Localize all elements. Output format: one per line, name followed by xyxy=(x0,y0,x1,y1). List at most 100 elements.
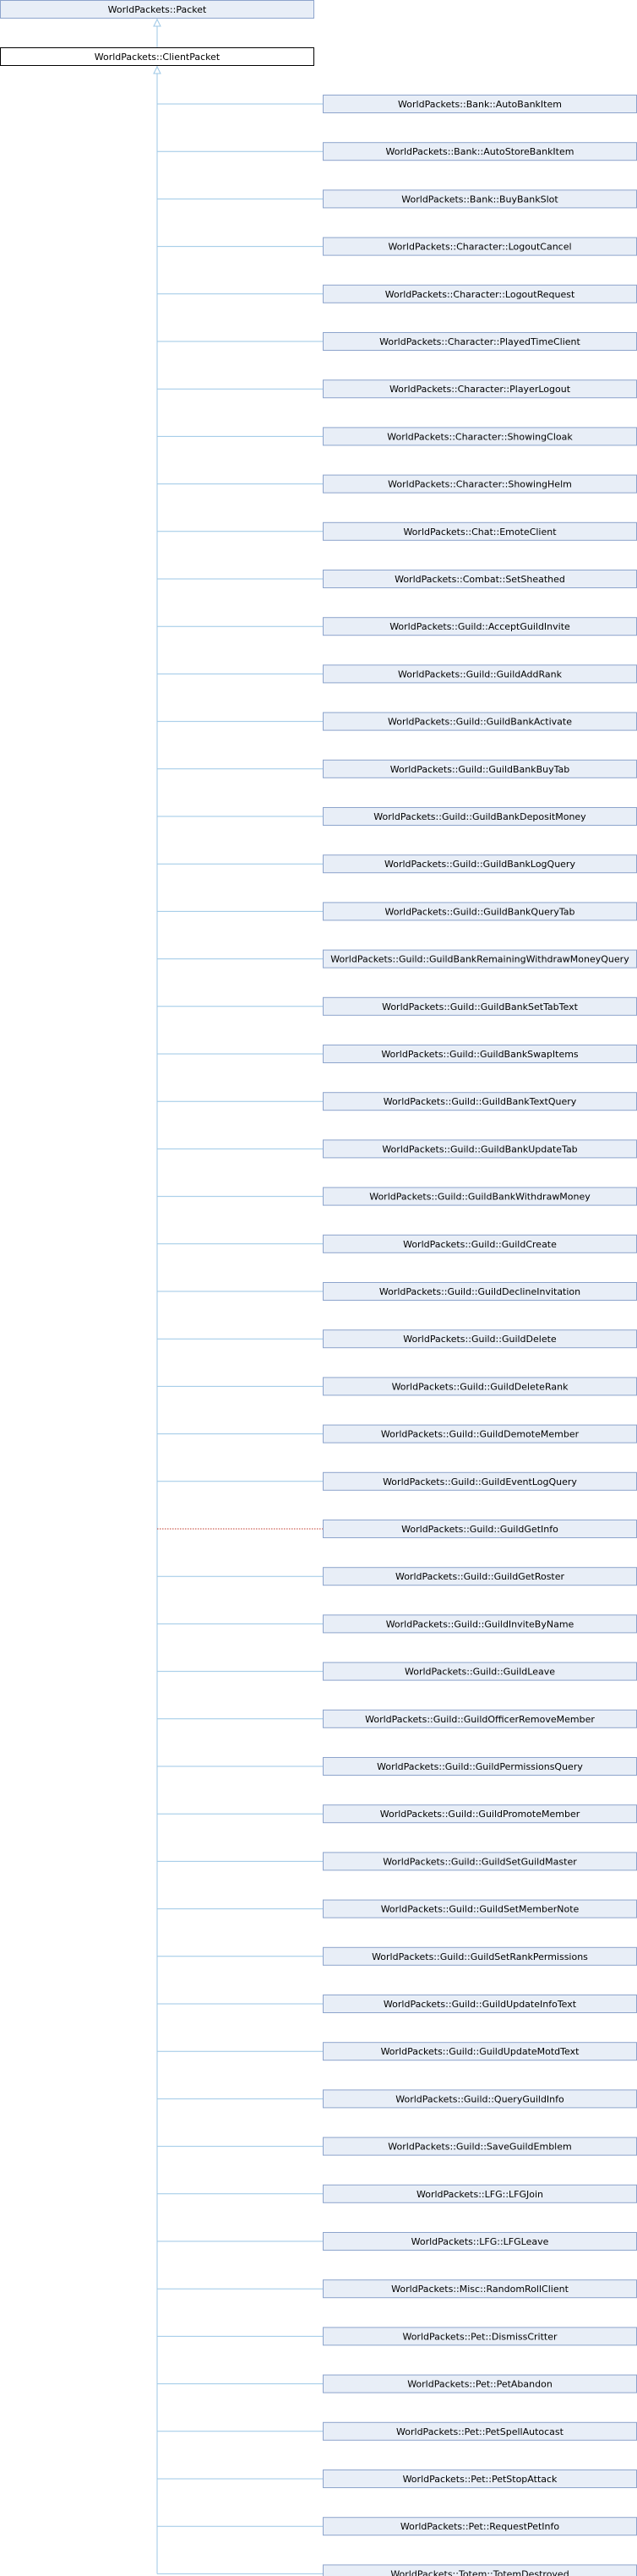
derived-class-guild-guilddemotemember[interactable]: WorldPackets::Guild::GuildDemoteMember xyxy=(157,1424,637,1444)
derived-class-guild-guildbankwithdrawmoney[interactable]: WorldPackets::Guild::GuildBankWithdrawMo… xyxy=(157,1187,637,1206)
derived-class-label: WorldPackets::Bank::AutoBankItem xyxy=(398,99,562,110)
derived-class-label: WorldPackets::Character::PlayedTimeClien… xyxy=(379,336,580,347)
derived-class-label: WorldPackets::Guild::AcceptGuildInvite xyxy=(389,621,570,632)
derived-class-guild-guildbankdepositmoney[interactable]: WorldPackets::Guild::GuildBankDepositMon… xyxy=(157,807,637,826)
derived-class-label: WorldPackets::Bank::AutoStoreBankItem xyxy=(386,146,574,157)
derived-class-guild-guildupdateinfotext[interactable]: WorldPackets::Guild::GuildUpdateInfoText xyxy=(157,1995,637,2013)
derived-class-guild-guildcreate[interactable]: WorldPackets::Guild::GuildCreate xyxy=(157,1234,637,1253)
derived-class-pet-petabandon[interactable]: WorldPackets::Pet::PetAbandon xyxy=(157,2374,637,2393)
derived-class-pet-requestpetinfo[interactable]: WorldPackets::Pet::RequestPetInfo xyxy=(157,2517,637,2536)
derived-class-lfg-lfgjoin[interactable]: WorldPackets::LFG::LFGJoin xyxy=(157,2184,637,2203)
derived-class-guild-guildgetinfo[interactable]: WorldPackets::Guild::GuildGetInfo xyxy=(157,1520,637,1538)
derived-class-label: WorldPackets::Guild::GuildBankSwapItems xyxy=(381,1049,579,1060)
derived-class-guild-guildbanksettabtext[interactable]: WorldPackets::Guild::GuildBankSetTabText xyxy=(157,996,637,1016)
derived-class-character-showingcloak[interactable]: WorldPackets::Character::ShowingCloak xyxy=(157,427,637,446)
derived-class-label: WorldPackets::Pet::RequestPetInfo xyxy=(400,2521,559,2532)
derived-class-label: WorldPackets::Guild::GuildBankDepositMon… xyxy=(373,811,586,822)
derived-class-label: WorldPackets::Guild::GuildDeclineInvitat… xyxy=(379,1286,580,1297)
derived-class-label: WorldPackets::Guild::SaveGuildEmblem xyxy=(388,2142,571,2153)
derived-class-label: WorldPackets::Combat::SetSheathed xyxy=(395,574,565,585)
derived-class-guild-guildbankremainingwithdrawmoneyquery[interactable]: WorldPackets::Guild::GuildBankRemainingW… xyxy=(157,949,637,969)
base-class-label: WorldPackets::Packet xyxy=(108,4,207,15)
derived-class-label: WorldPackets::Guild::GuildBankUpdateTab xyxy=(382,1143,577,1154)
derived-class-guild-guildofficerremovemember[interactable]: WorldPackets::Guild::GuildOfficerRemoveM… xyxy=(157,1709,637,1728)
derived-class-lfg-lfgleave[interactable]: WorldPackets::LFG::LFGLeave xyxy=(157,2232,637,2251)
derived-class-label: WorldPackets::Guild::GuildGetRoster xyxy=(395,1571,565,1582)
derived-class-guild-guildleave[interactable]: WorldPackets::Guild::GuildLeave xyxy=(157,1662,637,1681)
derived-class-label: WorldPackets::Guild::GuildSetMemberNote xyxy=(381,1904,580,1915)
derived-class-label: WorldPackets::Chat::EmoteClient xyxy=(403,527,557,538)
derived-classes: WorldPackets::Bank::AutoBankItemWorldPac… xyxy=(157,95,637,2576)
derived-class-label: WorldPackets::Character::PlayerLogout xyxy=(389,384,571,395)
derived-class-label: WorldPackets::Guild::GuildPromoteMember xyxy=(380,1809,580,1820)
derived-class-guild-guildaddrank[interactable]: WorldPackets::Guild::GuildAddRank xyxy=(157,664,637,684)
derived-class-guild-guilddelete[interactable]: WorldPackets::Guild::GuildDelete xyxy=(157,1329,637,1349)
derived-class-guild-guildbankactivate[interactable]: WorldPackets::Guild::GuildBankActivate xyxy=(157,712,637,731)
derived-class-pet-dismisscritter[interactable]: WorldPackets::Pet::DismissCritter xyxy=(157,2327,637,2346)
derived-class-label: WorldPackets::Character::LogoutRequest xyxy=(385,289,575,300)
derived-class-label: WorldPackets::Guild::GuildInviteByName xyxy=(386,1618,574,1629)
derived-class-label: WorldPackets::Guild::GuildBankRemainingW… xyxy=(330,954,629,965)
derived-class-label: WorldPackets::Guild::GuildOfficerRemoveM… xyxy=(365,1714,595,1725)
derived-class-pet-petstopattack[interactable]: WorldPackets::Pet::PetStopAttack xyxy=(157,2470,637,2488)
derived-class-pet-petspellautocast[interactable]: WorldPackets::Pet::PetSpellAutocast xyxy=(157,2421,637,2441)
derived-class-label: WorldPackets::Pet::DismissCritter xyxy=(402,2331,558,2342)
derived-class-guild-guildbanktextquery[interactable]: WorldPackets::Guild::GuildBankTextQuery xyxy=(157,1092,637,1111)
derived-class-label: WorldPackets::Guild::GuildAddRank xyxy=(398,669,563,679)
derived-class-label: WorldPackets::Guild::GuildDemoteMember xyxy=(381,1429,580,1440)
derived-class-character-playedtimeclient[interactable]: WorldPackets::Character::PlayedTimeClien… xyxy=(157,332,637,351)
derived-class-label: WorldPackets::Bank::BuyBankSlot xyxy=(401,194,558,205)
derived-class-bank-autobankitem[interactable]: WorldPackets::Bank::AutoBankItem xyxy=(157,95,637,113)
derived-class-label: WorldPackets::Misc::RandomRollClient xyxy=(391,2284,569,2295)
derived-class-guild-guildpromotemember[interactable]: WorldPackets::Guild::GuildPromoteMember xyxy=(157,1804,637,1824)
derived-class-label: WorldPackets::LFG::LFGJoin xyxy=(416,2189,543,2200)
derived-class-combat-setsheathed[interactable]: WorldPackets::Combat::SetSheathed xyxy=(157,570,637,588)
derived-class-guild-guildgetroster[interactable]: WorldPackets::Guild::GuildGetRoster xyxy=(157,1567,637,1586)
base-class-node[interactable]: WorldPackets::Packet xyxy=(0,0,314,19)
derived-class-label: WorldPackets::Guild::GuildEventLogQuery xyxy=(383,1476,577,1487)
derived-class-label: WorldPackets::Guild::GuildBankWithdrawMo… xyxy=(369,1192,591,1203)
derived-class-guild-saveguildemblem[interactable]: WorldPackets::Guild::SaveGuildEmblem xyxy=(157,2137,637,2156)
derived-class-guild-guildeventlogquery[interactable]: WorldPackets::Guild::GuildEventLogQuery xyxy=(157,1471,637,1491)
derived-class-character-logoutrequest[interactable]: WorldPackets::Character::LogoutRequest xyxy=(157,284,637,303)
derived-class-label: WorldPackets::LFG::LFGLeave xyxy=(411,2236,549,2247)
derived-class-guild-guildbankupdatetab[interactable]: WorldPackets::Guild::GuildBankUpdateTab xyxy=(157,1139,637,1159)
derived-class-label: WorldPackets::Guild::GuildUpdateMotdText xyxy=(381,2046,580,2057)
derived-class-label: WorldPackets::Guild::GuildSetRankPermiss… xyxy=(372,1951,588,1962)
derived-trunk xyxy=(153,65,161,2574)
base-inheritance-edge xyxy=(153,18,161,47)
derived-class-bank-buybankslot[interactable]: WorldPackets::Bank::BuyBankSlot xyxy=(157,189,637,209)
derived-class-label: WorldPackets::Guild::GuildBankBuyTab xyxy=(390,764,570,775)
derived-class-label: WorldPackets::Character::ShowingHelm xyxy=(388,479,572,490)
derived-class-label: WorldPackets::Guild::GuildGetInfo xyxy=(401,1524,558,1535)
derived-class-guild-guildbankswapitems[interactable]: WorldPackets::Guild::GuildBankSwapItems xyxy=(157,1045,637,1063)
derived-class-label: WorldPackets::Character::LogoutCancel xyxy=(388,242,571,253)
derived-class-label: WorldPackets::Character::ShowingCloak xyxy=(387,431,573,442)
derived-class-guild-guildbankbuytab[interactable]: WorldPackets::Guild::GuildBankBuyTab xyxy=(157,759,637,778)
derived-class-label: WorldPackets::Guild::GuildLeave xyxy=(405,1667,555,1678)
derived-class-character-showinghelm[interactable]: WorldPackets::Character::ShowingHelm xyxy=(157,474,637,494)
derived-class-guild-guildinvitebyname[interactable]: WorldPackets::Guild::GuildInviteByName xyxy=(157,1614,637,1634)
derived-class-guild-guildsetguildmaster[interactable]: WorldPackets::Guild::GuildSetGuildMaster xyxy=(157,1852,637,1871)
derived-class-guild-queryguildinfo[interactable]: WorldPackets::Guild::QueryGuildInfo xyxy=(157,2089,637,2109)
derived-class-guild-guildbankquerytab[interactable]: WorldPackets::Guild::GuildBankQueryTab xyxy=(157,902,637,921)
derived-class-misc-randomrollclient[interactable]: WorldPackets::Misc::RandomRollClient xyxy=(157,2279,637,2299)
derived-class-guild-guildsetmembernote[interactable]: WorldPackets::Guild::GuildSetMemberNote xyxy=(157,1899,637,1918)
derived-class-totem-totemdestroyed[interactable]: WorldPackets::Totem::TotemDestroyed xyxy=(157,2564,637,2576)
derived-class-label: WorldPackets::Guild::GuildSetGuildMaster xyxy=(383,1856,577,1867)
derived-class-guild-guildupdatemotdtext[interactable]: WorldPackets::Guild::GuildUpdateMotdText xyxy=(157,2042,637,2061)
derived-class-character-logoutcancel[interactable]: WorldPackets::Character::LogoutCancel xyxy=(157,237,637,256)
derived-class-character-playerlogout[interactable]: WorldPackets::Character::PlayerLogout xyxy=(157,379,637,399)
current-class-label: WorldPackets::ClientPacket xyxy=(95,52,220,63)
derived-class-label: WorldPackets::Guild::GuildUpdateInfoText xyxy=(384,1999,577,2010)
derived-class-guild-guilddeleterank[interactable]: WorldPackets::Guild::GuildDeleteRank xyxy=(157,1377,637,1396)
derived-class-guild-acceptguildinvite[interactable]: WorldPackets::Guild::AcceptGuildInvite xyxy=(157,617,637,636)
derived-class-bank-autostorebankitem[interactable]: WorldPackets::Bank::AutoStoreBankItem xyxy=(157,142,637,161)
derived-class-guild-guilddeclineinvitation[interactable]: WorldPackets::Guild::GuildDeclineInvitat… xyxy=(157,1282,637,1301)
derived-class-guild-guildsetrankpermissions[interactable]: WorldPackets::Guild::GuildSetRankPermiss… xyxy=(157,1946,637,1966)
derived-class-guild-guildbanklogquery[interactable]: WorldPackets::Guild::GuildBankLogQuery xyxy=(157,854,637,874)
derived-class-guild-guildpermissionsquery[interactable]: WorldPackets::Guild::GuildPermissionsQue… xyxy=(157,1757,637,1776)
derived-class-label: WorldPackets::Guild::GuildPermissionsQue… xyxy=(377,1761,583,1772)
derived-class-chat-emoteclient[interactable]: WorldPackets::Chat::EmoteClient xyxy=(157,521,637,541)
